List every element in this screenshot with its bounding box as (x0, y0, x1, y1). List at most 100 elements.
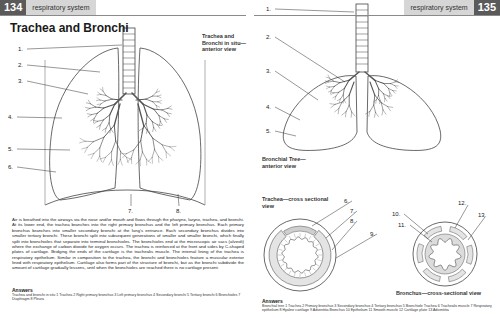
bronchus-branch (106, 95, 112, 99)
leader-line (312, 201, 352, 226)
bronchus-branch (154, 109, 159, 115)
bronchus-branch (390, 84, 394, 86)
leader-line (332, 221, 357, 250)
callout-number: 8. (176, 208, 181, 214)
mucosa-line (318, 255, 322, 256)
mucosa-line (317, 249, 321, 250)
bronchus-branch (141, 141, 143, 152)
trachea-outline (123, 28, 135, 94)
bronchus-branch (333, 81, 340, 82)
callout-number: 7. (128, 208, 133, 214)
bronchus-branch (136, 99, 146, 101)
bronchus-branch (370, 105, 374, 111)
bronchus-branch (383, 94, 387, 96)
bronchus-branch (131, 150, 133, 158)
view-caption: Bronchus—cross-sectional view (396, 290, 498, 297)
bronchus-branch (382, 110, 383, 115)
bronchus-branch (326, 87, 329, 89)
mucosa-line (309, 271, 311, 274)
bronchus-branch (342, 112, 346, 115)
bronchus-branch (121, 153, 127, 154)
bronchus-branch (329, 81, 334, 83)
leader-line (131, 194, 132, 206)
bronchus-branch (339, 102, 342, 109)
bronchus-branch (153, 101, 158, 102)
view-caption: Bronchial Tree—anterior view (262, 156, 320, 169)
bronchus-branch (349, 95, 350, 105)
cartilage-plate (417, 244, 424, 263)
epithelium-lining (429, 239, 461, 270)
mucosa-line (294, 272, 295, 276)
bronchus-branch (143, 104, 153, 109)
lung-outline (367, 76, 441, 151)
bronchus-branch (109, 160, 112, 165)
bronchus-branch (156, 89, 158, 92)
bronchus-branch (338, 109, 340, 114)
bronchus-branch (134, 141, 141, 150)
bronchus-branch (99, 104, 101, 107)
adventitia-outline (413, 222, 477, 286)
bronchus-branch (395, 80, 398, 82)
bronchus-branch (96, 107, 104, 108)
cartilage-ring (356, 10, 368, 64)
callout-number: 5. (266, 128, 271, 134)
bronchus-branch (326, 77, 329, 78)
mucosa-line (294, 234, 295, 238)
bronchus-branch (379, 89, 384, 94)
callout-number: 4. (8, 114, 13, 120)
bronchus-branch (86, 108, 90, 110)
page-title: Trachea and Bronchi (10, 21, 129, 35)
mucosa-line (281, 264, 284, 266)
bronchus-branch (375, 100, 376, 103)
bronchus-branch (352, 112, 355, 116)
callout-number: 6. (344, 198, 349, 204)
callout-number: 9. (370, 231, 375, 237)
bronchus-branch (167, 112, 171, 114)
bronchus-branch (142, 152, 146, 159)
bronchus-branch (388, 107, 391, 111)
bronchus-branch (331, 104, 335, 107)
bronchus-branch (112, 99, 122, 101)
bronchus-branch (114, 125, 115, 141)
bronchus-branch (159, 116, 164, 119)
leader-line (17, 167, 56, 172)
mucosa-line (313, 268, 316, 271)
bronchus-branch (94, 113, 97, 118)
bronchus-branch (90, 107, 96, 108)
adventitia-outline (264, 219, 336, 291)
leader-line (17, 149, 70, 150)
trachea-cross-section (264, 219, 336, 291)
leader-line (275, 107, 300, 120)
bronchus-branch (334, 83, 340, 87)
callout-number: 12. (458, 200, 466, 206)
lung-outline (283, 76, 357, 151)
answers-text: Bronchial tree 1 Trachea 2 Primary bronc… (262, 304, 496, 313)
bronchus-branch (120, 160, 122, 166)
bronchus-branch (164, 118, 168, 120)
bronchus-branch (147, 115, 152, 121)
callout-number: 5. (8, 146, 13, 152)
mucosa-line (317, 260, 321, 261)
bronchus-branch (99, 148, 100, 156)
bronchus-branch (390, 93, 392, 96)
mucosa-line (316, 244, 319, 246)
bronchus-branch (97, 156, 100, 161)
bronchus-branch (136, 160, 140, 164)
bronchus-branch (351, 112, 353, 117)
mucosa-line (309, 236, 311, 239)
bronchus-branch (162, 108, 168, 110)
bronchus-branch (374, 105, 376, 112)
bronchus-branch (155, 149, 159, 156)
mucosa-line (289, 236, 291, 239)
bronchus-branch (159, 157, 163, 161)
body-text: Air is breathed into the airways via the… (12, 217, 244, 271)
bronchus-branch (91, 153, 94, 158)
bronchus-branch (91, 104, 96, 107)
bronchus-branch (381, 103, 387, 107)
callout-number: 3. (18, 78, 23, 84)
bronchus-branch (339, 99, 341, 102)
mucosa-line (300, 273, 301, 277)
bronchus-branch (97, 108, 103, 113)
bronchus-branch (325, 82, 328, 84)
section-name: respiratory system (404, 0, 473, 15)
